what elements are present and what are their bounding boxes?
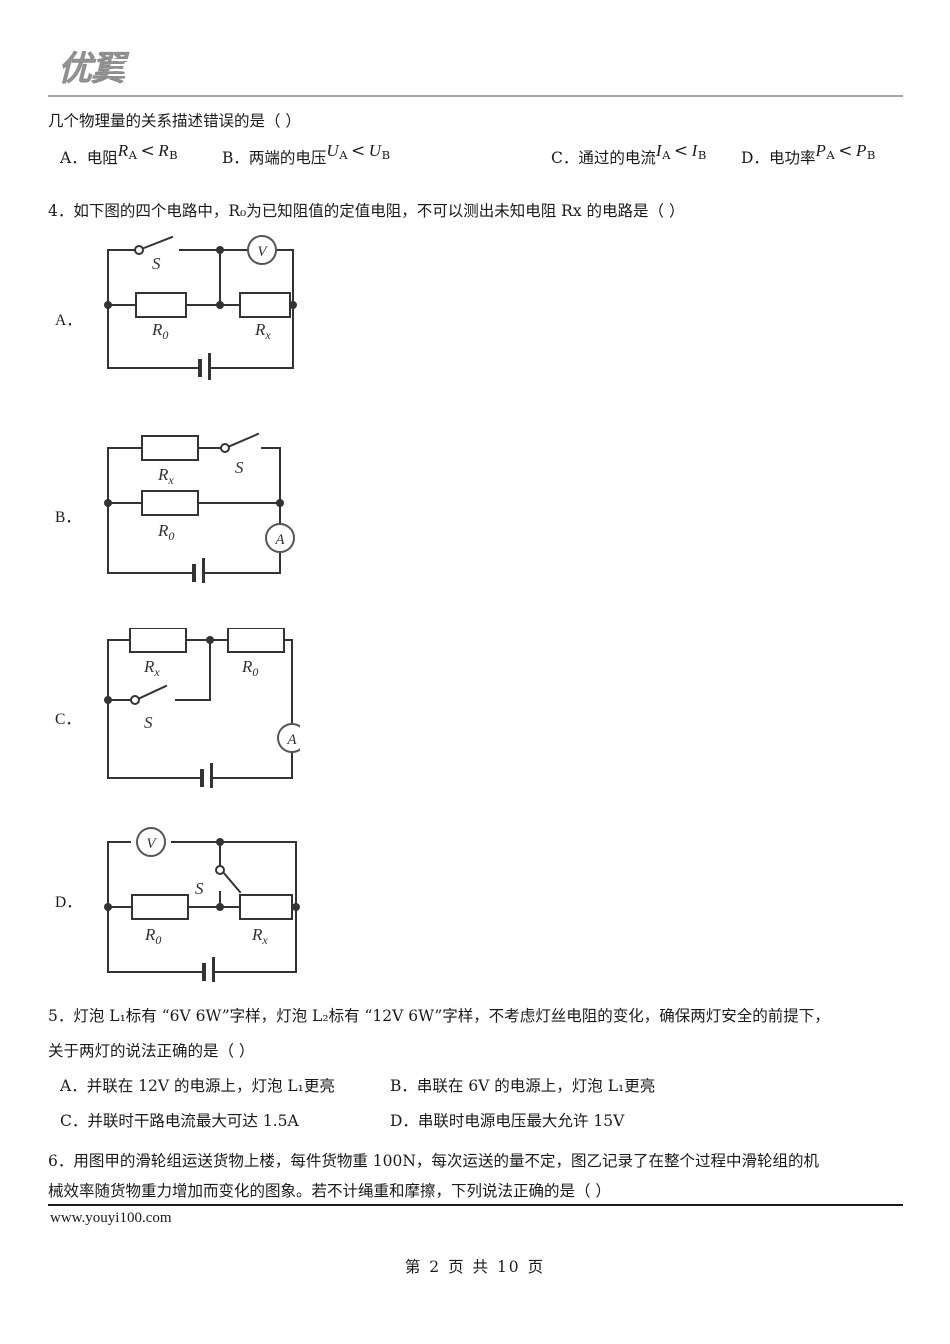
resistor-r0-body <box>131 894 189 920</box>
q3-option-d: D．电功率PA<PB <box>741 141 876 172</box>
q3-option-b-label: 两端的电压 <box>248 149 327 167</box>
resistor-rx-body <box>141 435 199 461</box>
switch-label-s: S <box>152 254 161 273</box>
junction-dot <box>216 838 224 846</box>
q3-option-d-label: 电功率 <box>768 149 816 167</box>
ammeter-symbol <box>277 723 300 753</box>
junction-dot <box>216 903 224 911</box>
q3-option-b-formula: UA<UB <box>326 141 391 162</box>
resistor-r0-label: R0 <box>157 521 174 543</box>
q3-option-c: C．通过的电流IA<IB <box>551 141 707 172</box>
q6-stem-line1: 6．用图甲的滑轮组运送货物上楼，每件货物重 100N，每次运送的量不定，图乙记录… <box>48 1152 819 1170</box>
voltmeter-symbol <box>136 827 166 857</box>
voltmeter-symbol <box>247 235 277 265</box>
q3-option-b-letter: B． <box>222 149 249 167</box>
q4-option-a-letter: A． <box>55 312 82 329</box>
q3-option-d-letter: D． <box>741 149 769 167</box>
resistor-rx-label: Rx <box>143 657 160 679</box>
junction-dot <box>104 696 112 704</box>
footer-page-number: 第 2 页 共 10 页 <box>404 1258 546 1276</box>
resistor-rx-body <box>129 628 187 653</box>
switch-contact-s <box>215 865 225 875</box>
ammeter-label: A <box>274 532 285 548</box>
resistor-r0-label: R0 <box>151 320 168 342</box>
q5-stem-line2: 关于两灯的说法正确的是（ ） <box>48 1042 255 1060</box>
q5-option-a: A．并联在 12V 的电源上，灯泡 L₁更亮 <box>60 1077 335 1095</box>
q3-option-c-formula: IA<IB <box>655 141 707 162</box>
q5-option-c: C．并联时干路电流最大可达 1.5A <box>60 1112 299 1130</box>
header-divider <box>48 95 903 97</box>
q3-option-b: B．两端的电压UA<UB <box>222 141 391 172</box>
junction-dot <box>104 499 112 507</box>
resistor-r0-body <box>227 628 285 653</box>
junction-dot <box>276 499 284 507</box>
q4-option-d-letter: D． <box>55 894 82 911</box>
voltmeter-label: V <box>146 836 157 852</box>
q5-option-b: B．串联在 6V 的电源上，灯泡 L₁更亮 <box>390 1077 656 1095</box>
battery-symbol <box>200 763 213 788</box>
junction-dot <box>104 301 112 309</box>
circuit-diagram-d: V S R0 Rx <box>100 822 310 982</box>
q4-stem: 4．如下图的四个电路中，R₀为已知阻值的定值电阻，不可以测出未知电阻 Rx 的电… <box>48 202 685 220</box>
q5-option-d: D．串联时电源电压最大允许 15V <box>390 1112 625 1130</box>
switch-label-s: S <box>144 713 153 732</box>
resistor-r0-label: R0 <box>144 925 161 947</box>
ammeter-label: A <box>286 732 297 748</box>
junction-dot <box>216 301 224 309</box>
switch-label-s: S <box>235 458 244 477</box>
resistor-r0-label: R0 <box>241 657 258 679</box>
junction-dot <box>104 903 112 911</box>
battery-symbol <box>192 558 205 583</box>
junction-dot <box>289 301 297 309</box>
q3-stem-tail: 几个物理量的关系描述错误的是（ ） <box>48 112 301 130</box>
q3-option-c-letter: C． <box>551 149 579 167</box>
switch-contact-s <box>134 245 144 255</box>
resistor-r0-body <box>135 292 187 318</box>
q3-option-d-formula: PA<PB <box>815 141 876 162</box>
q4-option-c-letter: C． <box>55 711 81 728</box>
resistor-rx-label: Rx <box>254 320 271 342</box>
switch-contact-s <box>220 443 230 453</box>
battery-symbol <box>202 957 215 982</box>
voltmeter-label: V <box>257 244 268 260</box>
footer-divider <box>48 1204 903 1206</box>
q5-stem-line1: 5．灯泡 L₁标有 “6V 6W”字样，灯泡 L₂标有 “12V 6W”字样，不… <box>48 1007 830 1025</box>
youyi-logo: 优翼 <box>58 49 125 89</box>
resistor-rx-body <box>239 292 291 318</box>
q3-option-c-label: 通过的电流 <box>578 149 656 167</box>
q3-option-a-letter: A． <box>60 149 87 167</box>
q6-stem-line2: 械效率随货物重力增加而变化的图象。若不计绳重和摩擦，下列说法正确的是（ ） <box>48 1182 611 1200</box>
ammeter-symbol <box>265 523 295 553</box>
q3-option-a-label: 电阻 <box>86 149 118 167</box>
circuit-diagram-a: V S R0 Rx <box>100 235 310 380</box>
footer-url: www.youyi100.com <box>50 1210 172 1226</box>
q4-option-b-letter: B． <box>55 509 81 526</box>
resistor-rx-label: Rx <box>157 465 174 487</box>
circuit-diagram-b: A Rx R0 S <box>100 428 300 583</box>
switch-contact-s <box>130 695 140 705</box>
q3-option-a: A．电阻RA<RB <box>60 141 178 172</box>
junction-dot <box>216 246 224 254</box>
page-header: 优翼 <box>0 0 950 100</box>
switch-label-s: S <box>195 879 204 898</box>
battery-symbol <box>198 353 211 380</box>
resistor-rx-label: Rx <box>251 925 268 947</box>
resistor-r0-body <box>141 490 199 516</box>
junction-dot <box>292 903 300 911</box>
circuit-diagram-c: A Rx R0 S <box>100 628 300 788</box>
q3-option-a-formula: RA<RB <box>117 141 179 162</box>
junction-dot <box>206 636 214 644</box>
resistor-rx-body <box>239 894 293 920</box>
